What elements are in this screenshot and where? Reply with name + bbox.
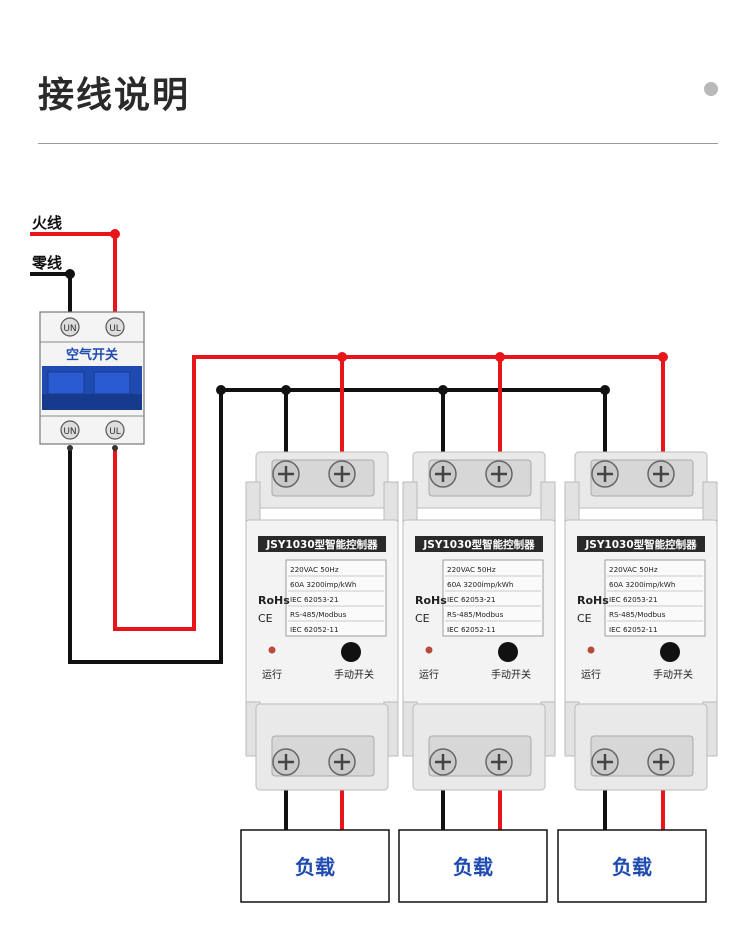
controller-spec-text: IEC 62052-11 — [447, 625, 496, 634]
load-label: 负载 — [612, 855, 652, 879]
controller-model-label: JSY1030型智能控制器 — [422, 538, 535, 551]
load-label: 负载 — [295, 855, 335, 879]
load-box-3: 负载 — [557, 829, 707, 903]
breaker-terminal-ul-bottom: UL — [105, 420, 125, 440]
run-indicator-led — [425, 646, 433, 654]
controller-spec-text: IEC 62052-11 — [290, 625, 339, 634]
breaker-terminal-un-top: UN — [60, 317, 80, 337]
controller-3: JSY1030型智能控制器 220VAC 50Hz 60A 3200imp/kWhI… — [564, 451, 718, 791]
controller-spec-text: 60A 3200imp/kWh — [609, 580, 675, 589]
controller-1: JSY1030型智能控制器 220VAC 50Hz 60A 3200imp/kWhI… — [245, 451, 399, 791]
live-output-wire — [113, 355, 665, 631]
ce-mark: CE — [577, 612, 592, 625]
junction-dot — [65, 269, 75, 279]
run-indicator-led — [587, 646, 595, 654]
svg-text:UN: UN — [63, 324, 76, 334]
junction-dot — [281, 385, 291, 395]
live-wire-label: 火线 — [32, 214, 62, 232]
controller-spec-text: IEC 62053-21 — [290, 595, 339, 604]
load-label: 负载 — [453, 855, 493, 879]
decorative-dot — [704, 82, 718, 96]
controller-2: JSY1030型智能控制器 220VAC 50Hz 60A 3200imp/kWhI… — [402, 451, 556, 791]
ce-mark: CE — [415, 612, 430, 625]
controller-spec-text: RS-485/Modbus — [447, 610, 504, 619]
run-label: 运行 — [419, 668, 439, 681]
controller-spec-text: 220VAC 50Hz — [290, 565, 339, 574]
neutral-wire-label: 零线 — [31, 254, 62, 272]
rohs-mark: RoHs — [258, 594, 290, 607]
controller-spec-text: 220VAC 50Hz — [609, 565, 658, 574]
manual-switch-button[interactable] — [341, 642, 361, 662]
manual-switch-label: 手动开关 — [653, 668, 693, 681]
rohs-mark: RoHs — [577, 594, 609, 607]
run-indicator-led — [268, 646, 276, 654]
run-label: 运行 — [581, 668, 601, 681]
controller-spec-text: 60A 3200imp/kWh — [447, 580, 513, 589]
controller-model-label: JSY1030型智能控制器 — [265, 538, 378, 551]
junction-dot — [337, 352, 347, 362]
controller-spec-text: 60A 3200imp/kWh — [290, 580, 356, 589]
controller-model-label: JSY1030型智能控制器 — [584, 538, 697, 551]
manual-switch-button[interactable] — [498, 642, 518, 662]
junction-dot — [438, 385, 448, 395]
junction-dot — [110, 229, 120, 239]
page-title: 接线说明 — [38, 75, 191, 116]
controller-spec-text: IEC 62052-11 — [609, 625, 658, 634]
run-label: 运行 — [262, 668, 282, 681]
ce-mark: CE — [258, 612, 273, 625]
controller-spec-text: 220VAC 50Hz — [447, 565, 496, 574]
title-divider — [38, 143, 718, 144]
svg-text:UL: UL — [109, 427, 121, 437]
rohs-mark: RoHs — [415, 594, 447, 607]
manual-switch-label: 手动开关 — [491, 668, 531, 681]
controller-spec-text: RS-485/Modbus — [609, 610, 666, 619]
junction-dot — [658, 352, 668, 362]
breaker-label: 空气开关 — [66, 347, 118, 363]
load-box-2: 负载 — [398, 829, 548, 903]
load-box-1: 负载 — [240, 829, 390, 903]
controller-spec-text: RS-485/Modbus — [290, 610, 347, 619]
neutral-input-wire — [30, 272, 72, 318]
junction-dot — [495, 352, 505, 362]
breaker-terminal-un-bottom: UN — [60, 420, 80, 440]
neutral-output-wire — [68, 388, 607, 664]
air-breaker: UN UL 空气开关 UN UL — [39, 311, 145, 451]
manual-switch-label: 手动开关 — [334, 668, 374, 681]
svg-text:UN: UN — [63, 427, 76, 437]
svg-text:UL: UL — [109, 324, 121, 334]
junction-dot — [216, 385, 226, 395]
junction-dot — [600, 385, 610, 395]
manual-switch-button[interactable] — [660, 642, 680, 662]
breaker-terminal-ul-top: UL — [105, 317, 125, 337]
controller-spec-text: IEC 62053-21 — [609, 595, 658, 604]
controller-spec-text: IEC 62053-21 — [447, 595, 496, 604]
